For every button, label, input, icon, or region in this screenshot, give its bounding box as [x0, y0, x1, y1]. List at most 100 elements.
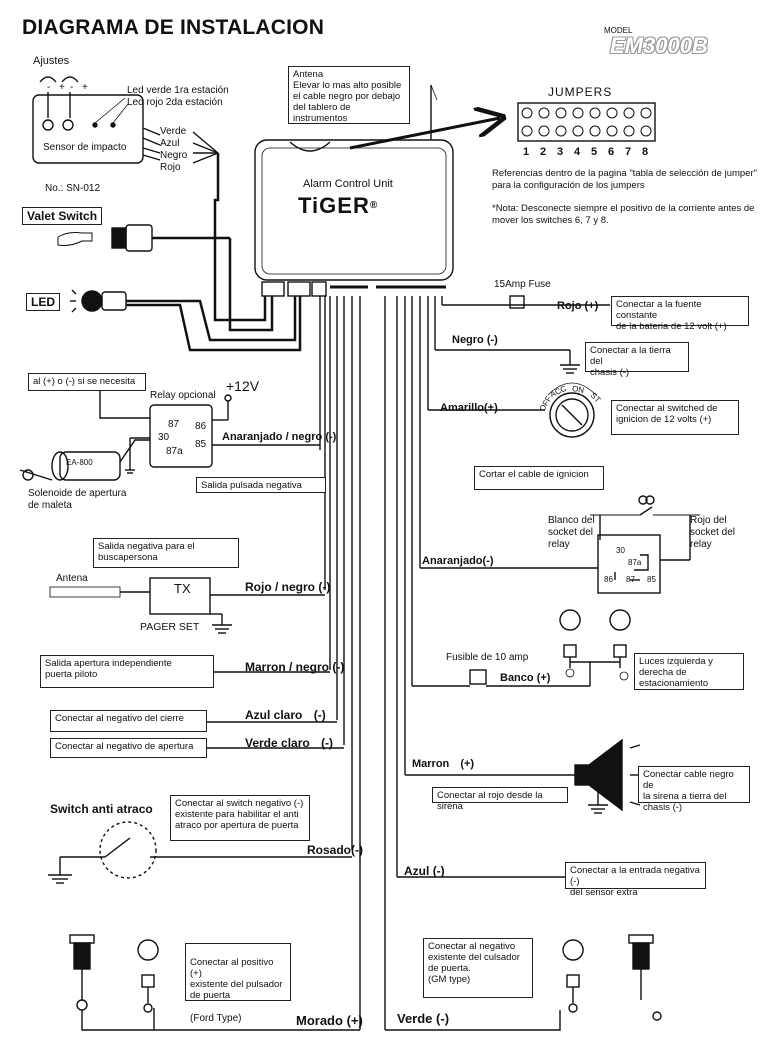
brown-wire-label: Marron (+)	[412, 758, 475, 770]
jumper-7-pin-2	[623, 125, 635, 137]
green-wire-label: Verde (-)	[397, 1011, 450, 1026]
jumper-1-pin-1	[521, 107, 533, 119]
siren-red-box: Conectar al rojo desde la sirena	[432, 787, 568, 812]
pager-note: Salida negativa para el buscapersona	[93, 538, 239, 568]
sensor-wire-green: Verde	[160, 126, 187, 137]
plus-12v-label: +12V	[226, 378, 260, 394]
chassis-ground-box: Conectar a la tierra del chasis (-)	[585, 342, 689, 378]
jumper-8-pin-1	[640, 107, 652, 119]
jumper-number-2: 2	[540, 146, 547, 158]
jumper-number-3: 3	[557, 146, 564, 158]
jumper-4-pin-2	[572, 125, 584, 137]
relay-red-label: Rojo del socket del relay	[690, 515, 736, 550]
orange-black-wire-label: Anaranjado / negro (-)	[222, 431, 337, 443]
model-name: EM3000B	[610, 33, 708, 58]
ford-type: (Ford Type)	[190, 1013, 242, 1024]
trunk-solenoid-label: Solenoide de apertura de maleta	[28, 488, 127, 511]
valet-switch-tag: Valet Switch	[22, 207, 103, 225]
jumper-3-pin-1	[555, 107, 567, 119]
plus-sign: +	[59, 82, 65, 93]
shock-sensor-part: No.: SN-012	[45, 183, 101, 194]
antenna-note: Antena Elevar lo mas alto posible el cab…	[288, 66, 410, 124]
parking-lights-box: Luces izquierda y derecha de estacionami…	[634, 653, 744, 690]
pink-wire-label: Rosado(-)	[307, 843, 364, 857]
jumpers-title: JUMPERS	[548, 85, 613, 99]
light-blue-wire-label: Azul claro (-)	[245, 708, 326, 722]
control-unit-name: Alarm Control Unit	[303, 178, 393, 190]
relay-note: al (+) o (-) si se necesita	[28, 373, 146, 391]
shock-sensor-name: Sensor de impacto	[43, 142, 127, 153]
jumper-1-pin-2	[521, 125, 533, 137]
jumper-number-4: 4	[574, 146, 581, 158]
kill-pin-87a: 87a	[628, 558, 642, 567]
ignition-box: Conectar al switched de ignicion de 12 v…	[611, 400, 739, 435]
cut-ignition-box: Cortar el cable de ignicion	[474, 466, 604, 490]
jumper-4-pin-1	[572, 107, 584, 119]
anti-theft-box: Conectar al switch negativo (-) existent…	[170, 795, 310, 841]
jumper-number-7: 7	[625, 146, 632, 158]
minus-sign-2: -	[70, 82, 74, 93]
control-unit-body	[254, 139, 454, 281]
fuse-15a-label: 15Amp Fuse	[494, 279, 551, 290]
pager-antenna-label: Antena	[56, 573, 88, 584]
jumper-number-6: 6	[608, 146, 615, 158]
blue-wire-label: Azul (-)	[404, 864, 445, 878]
model-label: MODEL	[604, 26, 633, 35]
pager-set-label: PAGER SET	[140, 621, 200, 633]
jumper-number-8: 8	[642, 146, 649, 158]
brand-logo: TiGER®	[298, 195, 379, 217]
relay-pin-85: 85	[195, 439, 207, 450]
kill-pin-30: 30	[616, 546, 625, 555]
bank-wire-label: Banco (+)	[500, 672, 551, 684]
relay-pin-87a: 87a	[166, 446, 183, 457]
led-green-label: Led verde 1ra estación	[127, 85, 229, 96]
adjustments-label: Ajustes	[33, 55, 70, 67]
jumper-2-pin-1	[538, 107, 550, 119]
battery-box: Conectar a la fuente constante de la bat…	[611, 296, 749, 332]
kill-pin-85: 85	[647, 575, 656, 584]
jumper-8-pin-2	[640, 125, 652, 137]
jumper-5-pin-1	[589, 107, 601, 119]
jumper-2-pin-2	[538, 125, 550, 137]
jumpers-warning: *Nota: Desconecte siempre el positivo de…	[492, 203, 755, 226]
anti-theft-title: Switch anti atraco	[50, 802, 153, 816]
minus-sign: -	[47, 82, 51, 93]
relay-pin-30: 30	[158, 432, 170, 443]
kill-pin-87: 87	[626, 575, 635, 584]
lock-negative-box: Conectar al negativo del cierre	[50, 710, 207, 732]
fuse-10a-label: Fusible de 10 amp	[446, 652, 529, 663]
sensor-wire-blue: Azul	[160, 138, 180, 149]
orange-wire-label: Anaranjado(-)	[422, 555, 494, 567]
led-tag: LED	[26, 293, 60, 311]
brown-black-wire-label: Marron / negro (-)	[245, 660, 345, 674]
tx-label: TX	[174, 581, 191, 596]
light-green-wire-label: Verde claro (-)	[245, 736, 334, 750]
relay-pin-86: 86	[195, 421, 207, 432]
jumper-number-5: 5	[591, 146, 598, 158]
ford-box-text: Conectar al positivo (+) existente del p…	[190, 957, 283, 1001]
yellow-wire-label: Amarillo(+)	[440, 402, 498, 414]
purple-wire-label: Morado (+)	[296, 1013, 363, 1028]
gm-box: Conectar al negativo existente del culsa…	[423, 938, 533, 998]
trunk-part-label: EA-800	[66, 458, 93, 467]
relay-white-label: Blanco del socket del relay	[548, 515, 595, 550]
brand-name: TiGER	[298, 193, 370, 218]
jumpers-note: Referencias dentro de la pagina "tabla d…	[492, 168, 757, 191]
unlock-negative-box: Conectar al negativo de apertura	[50, 738, 207, 758]
extra-sensor-box: Conectar a la entrada negativa (-) del s…	[565, 862, 706, 898]
sensor-wire-red: Rojo	[160, 162, 181, 173]
jumper-number-1: 1	[523, 146, 530, 158]
led-red-label: Led rojo 2da estación	[127, 97, 223, 108]
registered-mark: ®	[369, 200, 379, 211]
jumper-5-pin-2	[589, 125, 601, 137]
siren-ground-box: Conectar cable negro de la sirena a tier…	[638, 766, 750, 813]
relay-title: Relay opcional	[150, 390, 216, 401]
relay-pin-87: 87	[168, 419, 180, 430]
black-wire-label: Negro (-)	[452, 334, 498, 346]
ignition-position-on: ON	[571, 384, 585, 395]
red-black-wire-label: Rojo / negro (-)	[245, 580, 331, 594]
pilot-door-box: Salida apertura independiente puerta pil…	[40, 655, 214, 688]
jumper-6-pin-1	[606, 107, 618, 119]
jumper-3-pin-2	[555, 125, 567, 137]
